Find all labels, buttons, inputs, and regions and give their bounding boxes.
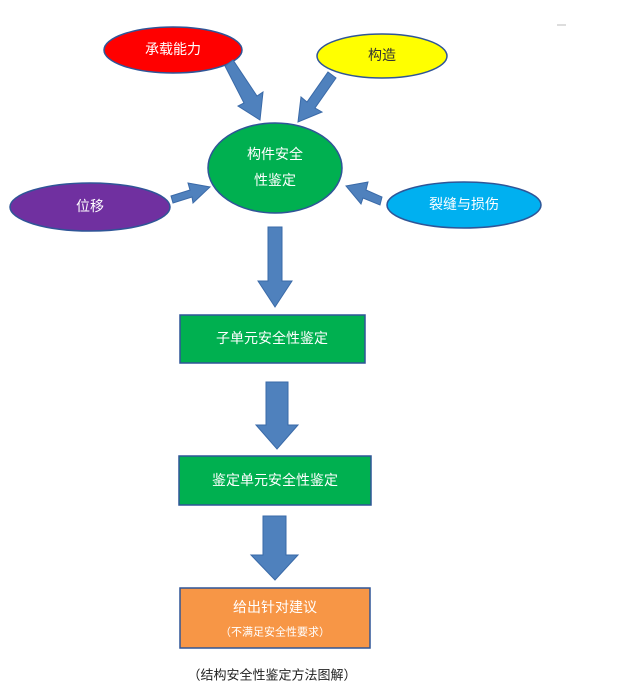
input-label-construction: 构造 <box>368 48 396 64</box>
step-label-unit: 鉴定单元安全性鉴定 <box>212 472 338 489</box>
center-node: 构件安全 性鉴定 <box>207 122 343 214</box>
input-label-displacement: 位移 <box>76 199 104 215</box>
input-node-load-capacity: 承载能力 <box>103 26 243 74</box>
input-node-cracks-damage: 裂缝与损伤 <box>386 181 542 229</box>
input-node-displacement: 位移 <box>9 182 171 232</box>
input-label-load-capacity: 承载能力 <box>145 42 201 58</box>
center-ellipse <box>207 122 343 214</box>
arrow-cracks-to-center <box>345 181 383 206</box>
input-ellipse-construction <box>316 33 448 79</box>
input-ellipse-load-capacity <box>103 26 243 74</box>
step-box-unit: 鉴定单元安全性鉴定 <box>178 455 372 506</box>
step-rect-subunit <box>179 314 366 364</box>
final-rect <box>179 587 371 649</box>
final-box: 给出针对建议 （不满足安全性要求） <box>179 587 371 649</box>
arrow-center-to-subunit <box>257 226 293 308</box>
input-ellipse-displacement <box>9 182 171 232</box>
center-label-line1: 构件安全 <box>247 146 303 163</box>
step-label-subunit: 子单元安全性鉴定 <box>216 330 328 347</box>
final-label: 给出针对建议 <box>233 600 317 616</box>
arrow-construction-to-center <box>297 71 337 123</box>
step-box-subunit: 子单元安全性鉴定 <box>179 314 366 364</box>
center-label-line2: 性鉴定 <box>254 173 296 189</box>
arrow-displacement-to-center <box>170 182 212 205</box>
input-label-cracks-damage: 裂缝与损伤 <box>429 197 499 213</box>
step-rect-unit <box>178 455 372 506</box>
input-ellipse-cracks-damage <box>386 181 542 229</box>
arrow-load-to-center <box>224 59 264 121</box>
arrow-unit-to-final <box>249 515 300 581</box>
arrow-subunit-to-unit <box>254 381 300 450</box>
diagram-caption: （结构安全性鉴定方法图解） <box>187 668 356 684</box>
input-node-construction: 构造 <box>316 33 448 79</box>
final-sublabel: （不满足安全性要求） <box>220 625 330 639</box>
